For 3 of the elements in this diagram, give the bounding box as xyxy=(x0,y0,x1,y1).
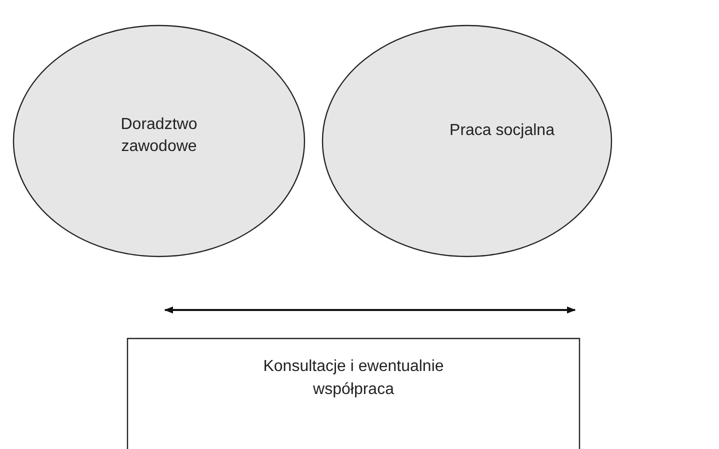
node-label: Praca socjalna xyxy=(450,120,554,141)
node-label: Doradztwo zawodowe xyxy=(120,114,198,157)
node-label: Konsultacje i ewentualnie współpraca xyxy=(262,357,445,400)
